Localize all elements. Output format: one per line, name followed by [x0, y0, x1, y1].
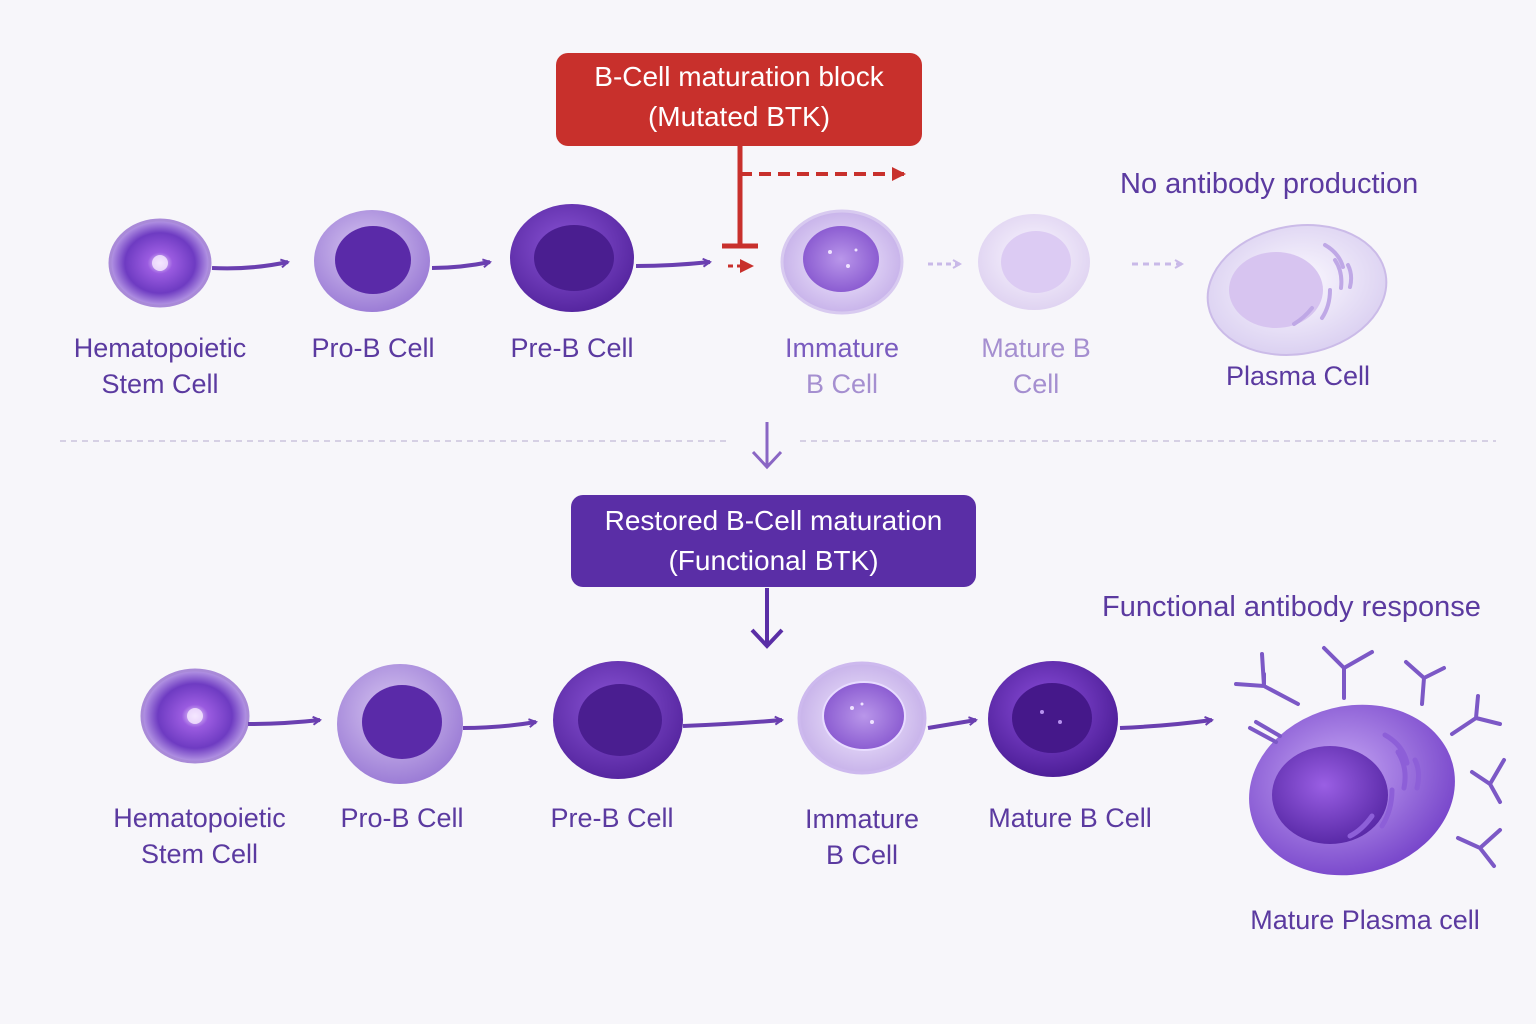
top-immature-b-cell [780, 209, 904, 315]
restore-box: Restored B-Cell maturation (Functional B… [571, 495, 976, 587]
block-box-title: B-Cell maturation block [594, 61, 884, 92]
top-stem-cell [108, 218, 212, 308]
antibodies [1234, 646, 1506, 868]
restore-box-title: Restored B-Cell maturation [604, 505, 943, 536]
top-outcome-label: No antibody production [1120, 168, 1419, 200]
bottom-pro-b-cell [337, 664, 463, 784]
block-inhibitor [722, 145, 906, 273]
top-plasma-cell-faded [1206, 224, 1388, 356]
bottom-plasma-cell [1249, 704, 1455, 876]
top-label-mature-b: Mature B Cell [981, 333, 1091, 399]
top-label-immature-b: Immature B Cell [784, 333, 900, 399]
block-box-subtitle: (Mutated BTK) [647, 101, 831, 132]
bottom-label-pro-b: Pro-B Cell [340, 803, 464, 833]
restore-arrow [750, 588, 784, 649]
bottom-label-plasma: Mature Plasma cell [1250, 905, 1480, 935]
bottom-arrows [247, 720, 1212, 730]
top-label-plasma: Plasma Cell [1225, 361, 1371, 391]
top-mature-b-cell-faded [978, 214, 1090, 310]
bottom-label-immature-b: Immature B Cell [804, 804, 920, 870]
top-label-pre-b: Pre-B Cell [510, 333, 634, 363]
bottom-stem-cell [140, 668, 250, 764]
bottom-immature-b-cell [797, 661, 927, 775]
top-arrows [211, 262, 1182, 271]
bottom-label-pre-b: Pre-B Cell [550, 803, 674, 833]
bottom-mature-b-cell [988, 661, 1118, 777]
top-label-stem: Hematopoietic Stem Cell [73, 333, 247, 399]
bottom-pre-b-cell [553, 661, 683, 779]
top-pre-b-cell [510, 204, 634, 312]
block-box: B-Cell maturation block (Mutated BTK) [556, 53, 922, 146]
bottom-outcome-label: Functional antibody response [1102, 591, 1481, 623]
bottom-label-mature-b: Mature B Cell [988, 803, 1152, 833]
section-divider [60, 422, 1496, 470]
top-label-pro-b: Pro-B Cell [311, 333, 435, 363]
top-pro-b-cell [314, 210, 430, 312]
restore-box-subtitle: (Functional BTK) [668, 545, 879, 576]
bottom-label-stem: Hematopoietic Stem Cell [113, 803, 286, 869]
